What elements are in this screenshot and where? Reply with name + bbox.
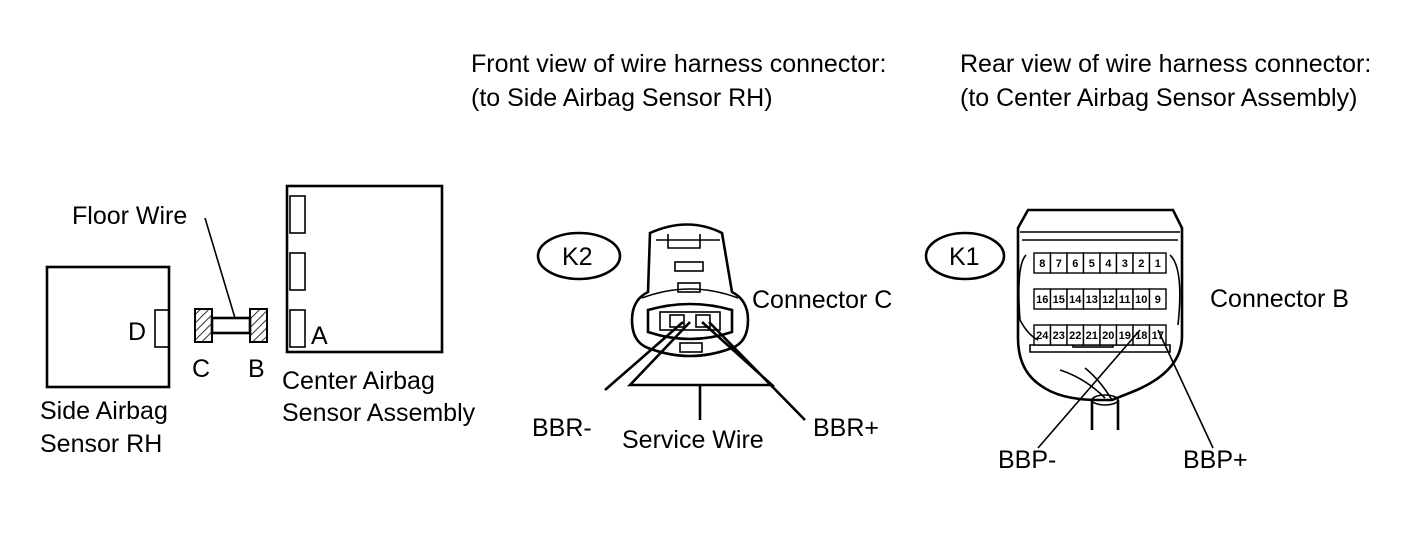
layout-diagram: D Side Airbag Sensor RH Floor Wire C B A… [40,184,476,458]
floor-wire-label: Floor Wire [72,202,187,230]
pin-number-9: 9 [1155,294,1161,306]
floor-wire-leader [204,217,236,319]
pin-number-8: 8 [1039,258,1045,270]
side-sensor-label-line1: Side Airbag [40,397,168,425]
connector-c-window [674,261,704,272]
pin-number-13: 13 [1086,294,1098,306]
connector-c-terminal-2 [695,314,711,328]
pin-number-1: 1 [1155,258,1161,270]
terminal-c-label: C [192,355,210,383]
front-view-heading: Front view of wire harness connector: [471,50,886,78]
k2-code-label: K2 [562,243,593,271]
connector-b-left-outline [1018,254,1039,341]
pin-number-11: 11 [1119,294,1131,306]
service-wire-label: Service Wire [622,426,764,454]
pin-cell [1148,252,1167,274]
floor-wire-body [210,316,252,335]
pin-number-14: 14 [1069,294,1082,306]
bbp-minus-label: BBP- [998,446,1056,474]
pin-number-5: 5 [1089,258,1095,270]
bbr-plus-label: BBR+ [813,414,879,442]
pin-number-19: 19 [1119,330,1131,342]
k1-code-label: K1 [949,243,980,271]
pin-number-6: 6 [1072,258,1078,270]
pin-cell [1148,288,1167,310]
connector-b-plug [249,308,268,343]
center-sensor-label-line2: Sensor Assembly [282,399,476,427]
pin-number-2: 2 [1138,258,1144,270]
connector-b-bundle-end [1091,394,1119,406]
connector-c-plug [194,308,213,343]
rear-view-heading: Rear view of wire harness connector: [960,50,1371,78]
pin-number-15: 15 [1053,294,1065,306]
connector-c-body [630,223,750,358]
pin-number-7: 7 [1056,258,1062,270]
center-sensor-socket-1 [289,195,306,234]
center-sensor-label-line1: Center Airbag [282,367,435,395]
k1-code-oval [924,231,1006,281]
terminal-d-label: D [128,318,146,346]
terminal-b-label: B [248,355,265,383]
pin-number-17: 17 [1152,330,1164,342]
pin-number-22: 22 [1069,330,1081,342]
pin-number-21: 21 [1086,330,1098,342]
side-sensor-label-line2: Sensor RH [40,430,162,458]
connector-c-label: Connector C [752,286,892,314]
connector-b-body [1016,208,1184,402]
pin-number-18: 18 [1135,330,1147,342]
connector-b-base [1029,344,1171,353]
connector-c-slot [677,282,701,293]
connector-c-ridge [641,288,739,299]
pin-number-20: 20 [1102,330,1114,342]
center-airbag-sensor-box [285,184,444,354]
pin-number-24: 24 [1036,330,1049,342]
terminal-a-label: A [311,322,328,350]
connector-c-cavity [659,311,721,331]
k2-code-oval [536,231,622,281]
connector-b-rim [1020,231,1180,241]
side-airbag-sensor-box [45,265,171,389]
connector-b-label: Connector B [1210,285,1349,313]
connector-c-lower-slot [679,342,703,353]
rear-view-subheading: (to Center Airbag Sensor Assembly) [960,84,1357,112]
connector-c-latch [656,234,720,249]
pin-number-10: 10 [1135,294,1147,306]
center-sensor-socket-3 [289,309,306,348]
front-view-subheading: (to Side Airbag Sensor RH) [471,84,773,112]
center-sensor-socket-2 [289,252,306,291]
pin-number-12: 12 [1102,294,1114,306]
connector-c-diagram: K2 Connector C BBR- Service Wire BBR+ [532,223,892,454]
connector-b-bundle [1090,400,1120,430]
bbp-plus-label: BBP+ [1183,446,1248,474]
pin-number-4: 4 [1105,258,1112,270]
pin-number-16: 16 [1036,294,1048,306]
pin-number-23: 23 [1053,330,1065,342]
terminal-d-socket [154,309,170,348]
connector-b-right-outline [1169,254,1181,326]
bbr-minus-label: BBR- [532,414,592,442]
bbp-minus-leader [1037,329,1141,449]
bbp-plus-leader [1157,329,1214,449]
pin-number-3: 3 [1122,258,1128,270]
connector-c-terminal-1 [669,314,685,328]
